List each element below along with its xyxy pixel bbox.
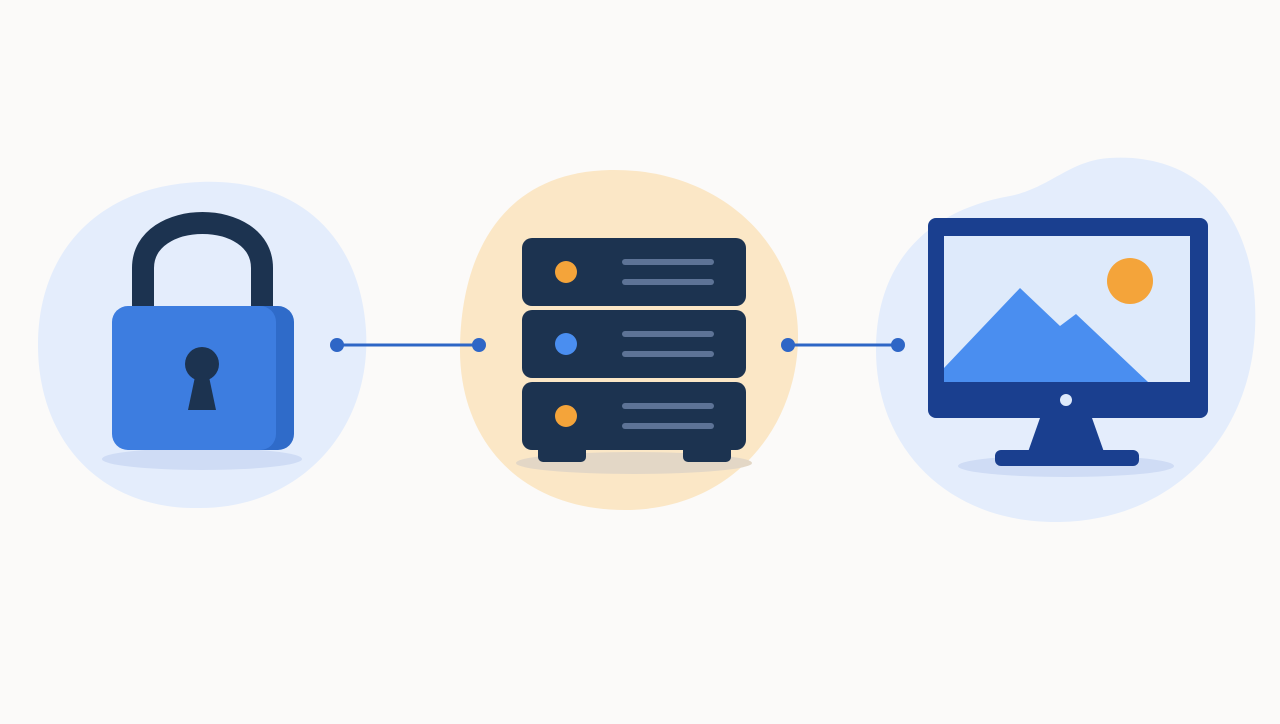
- server-unit: [522, 310, 746, 378]
- sun-icon: [1107, 258, 1153, 304]
- image-placeholder-icon: [944, 258, 1153, 382]
- connector-endpoint: [891, 338, 905, 352]
- connector-endpoint: [330, 338, 344, 352]
- padlock-icon: [102, 212, 302, 470]
- keyhole-icon: [185, 347, 219, 381]
- power-indicator-icon: [1060, 394, 1072, 406]
- status-led-icon: [555, 261, 577, 283]
- status-led-icon: [555, 405, 577, 427]
- monitor-image-icon: [928, 218, 1208, 477]
- server-unit: [522, 238, 746, 306]
- connector-endpoint: [781, 338, 795, 352]
- connector-server-monitor: [781, 338, 905, 352]
- connector-lock-server: [330, 338, 486, 352]
- server-stack-icon: [516, 238, 752, 474]
- status-led-icon: [555, 333, 577, 355]
- connector-endpoint: [472, 338, 486, 352]
- server-unit: [522, 382, 746, 450]
